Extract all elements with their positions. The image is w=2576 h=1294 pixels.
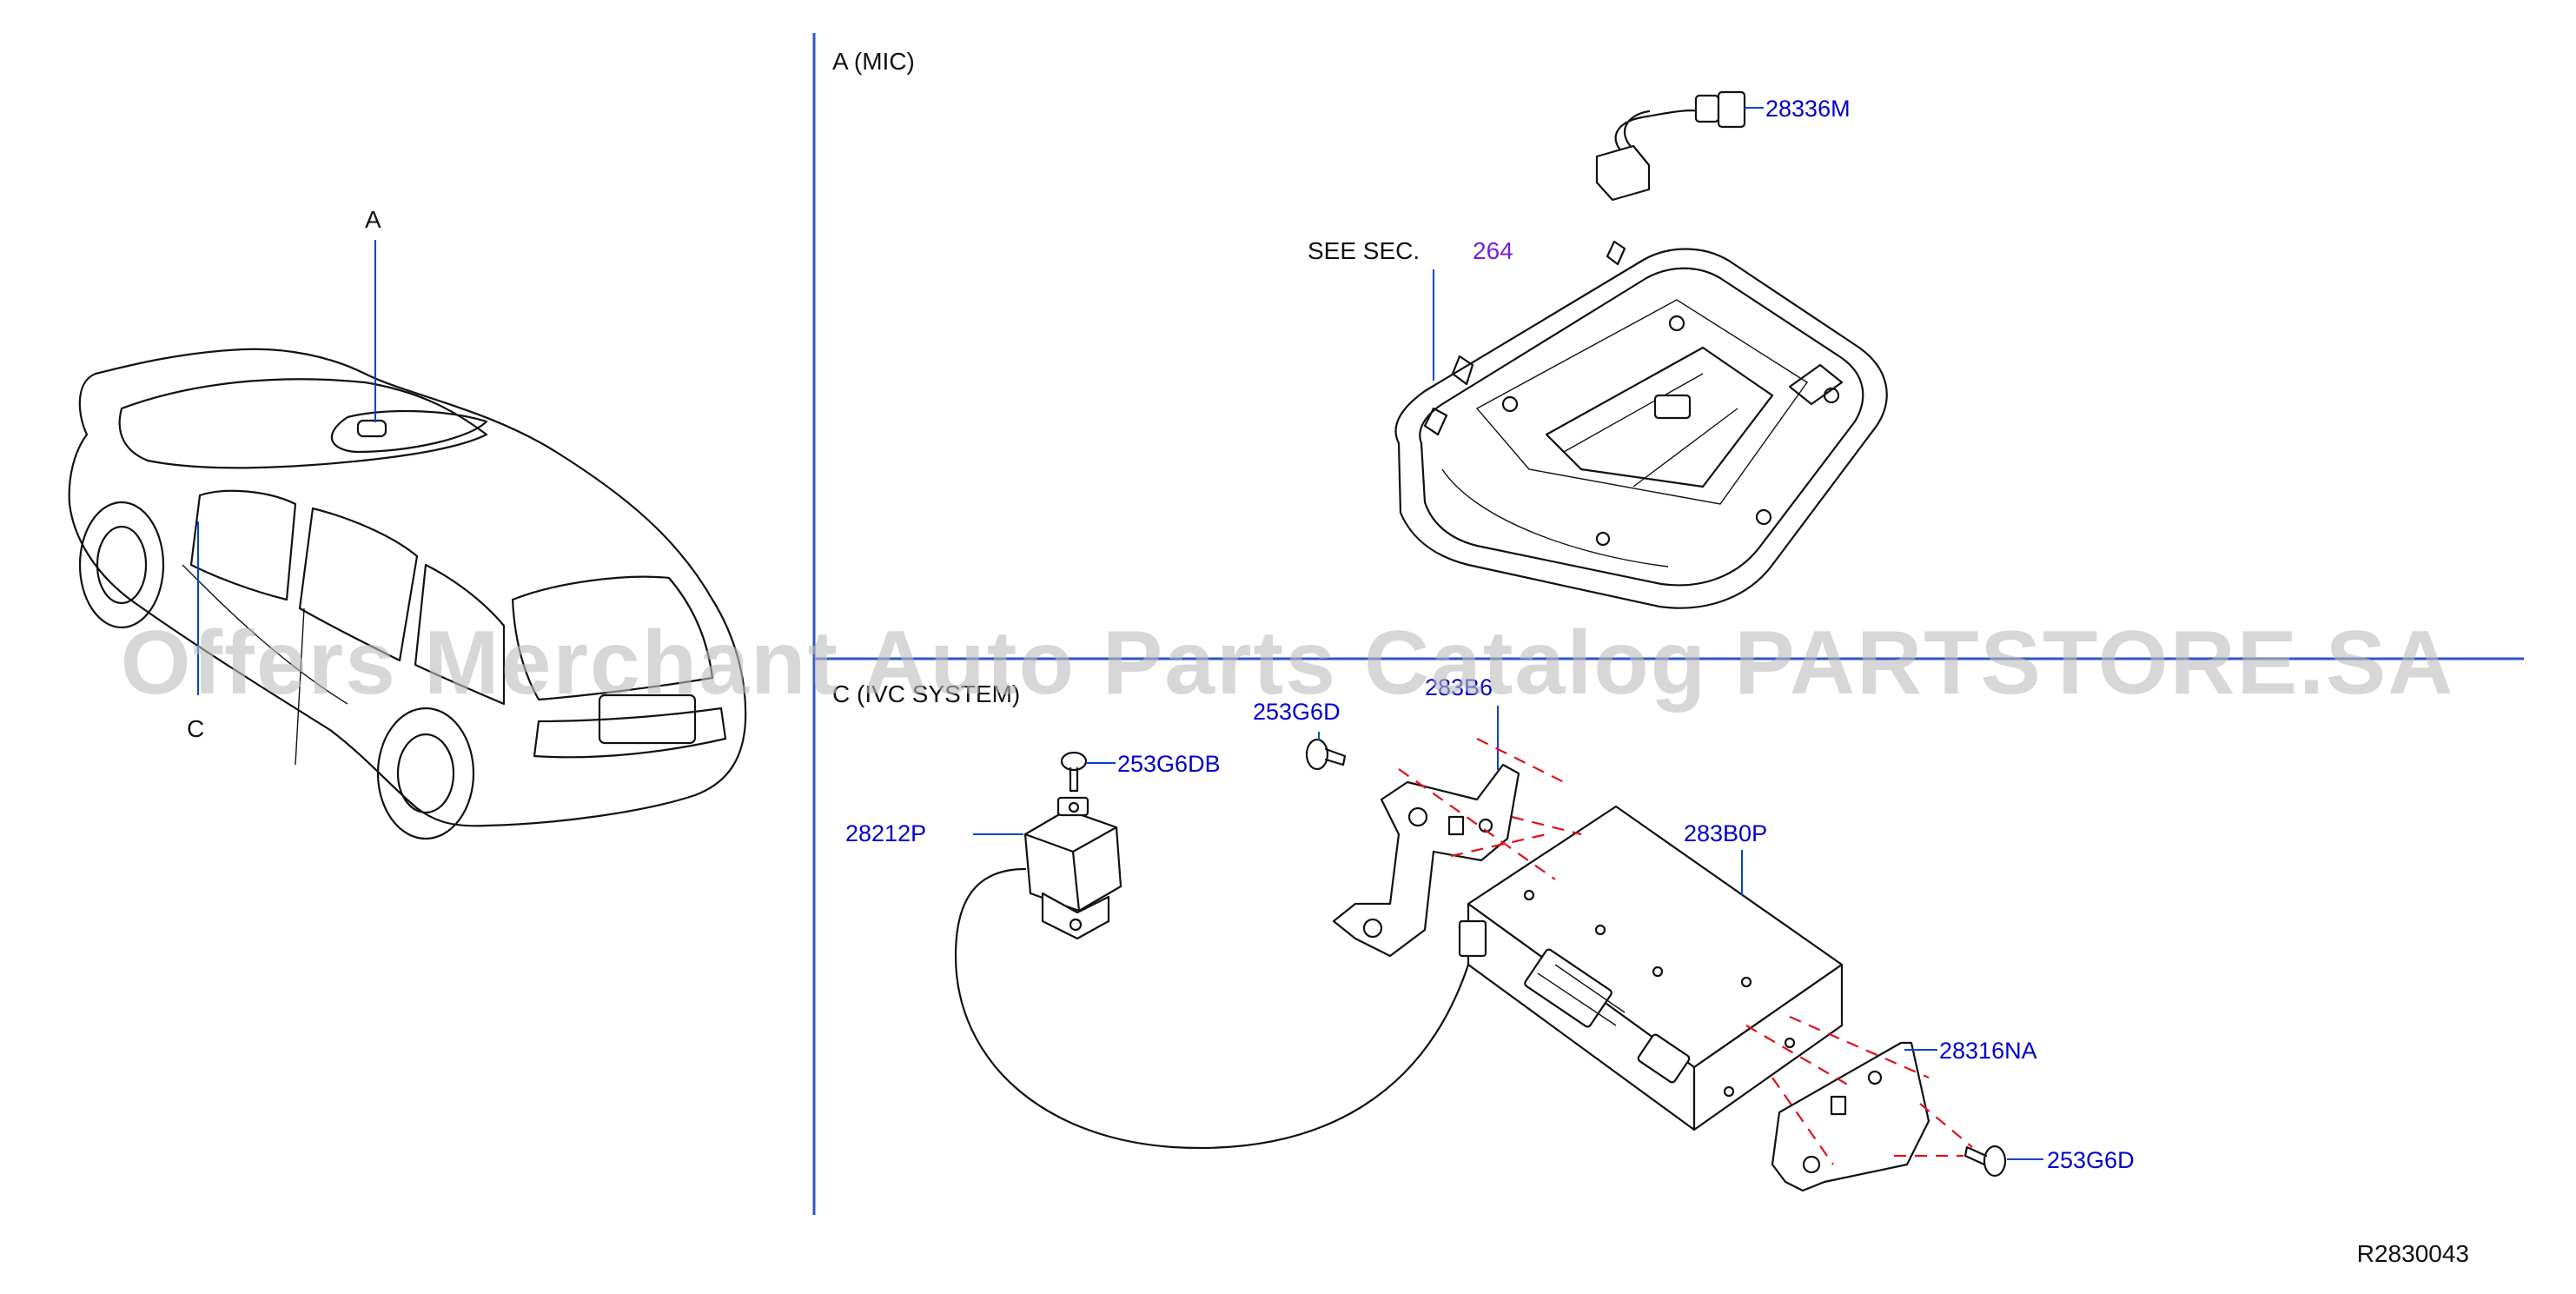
part-label-253G6D-bottom: 253G6D — [2047, 1147, 2135, 1173]
antenna-28212P — [954, 796, 1470, 1149]
screw-253G6D-top — [1305, 732, 1347, 771]
screw-253G6D-bottom — [1963, 1145, 2043, 1178]
see-section-prefix: SEE SEC. — [1308, 237, 1420, 264]
bracket-283B6 — [1332, 706, 1520, 958]
control-unit-283B0P — [1458, 805, 1844, 1131]
mic-harness-28336M — [1595, 90, 1764, 202]
see-section-number[interactable]: 264 — [1473, 237, 1513, 264]
alignment-dashes — [1398, 738, 1973, 1165]
part-label-28336M: 28336M — [1765, 96, 1851, 122]
vehicle-illustration: A C — [68, 206, 747, 840]
part-label-283B0P: 283B0P — [1684, 820, 1767, 846]
mic-location-marker — [356, 419, 387, 438]
part-label-283B6: 283B6 — [1425, 674, 1493, 700]
section-c-title: C (IVC SYSTEM) — [832, 680, 1020, 707]
diagram-code: R2830043 — [2357, 1240, 2469, 1267]
vehicle-marker-a: A — [365, 206, 381, 233]
screw-253G6DB — [1060, 751, 1116, 793]
part-label-28316NA: 28316NA — [1939, 1038, 2037, 1064]
overhead-console — [1394, 240, 1888, 609]
section-a-title: A (MIC) — [832, 48, 915, 75]
part-label-253G6D-top: 253G6D — [1253, 699, 1341, 725]
vehicle-marker-c: C — [187, 715, 204, 742]
watermark-text: Offers Merchant Auto Parts Catalog PARTS… — [121, 613, 2455, 713]
part-label-253G6DB: 253G6DB — [1117, 751, 1221, 777]
bracket-28316NA — [1771, 1041, 1937, 1192]
part-label-28212P: 28212P — [845, 820, 926, 846]
